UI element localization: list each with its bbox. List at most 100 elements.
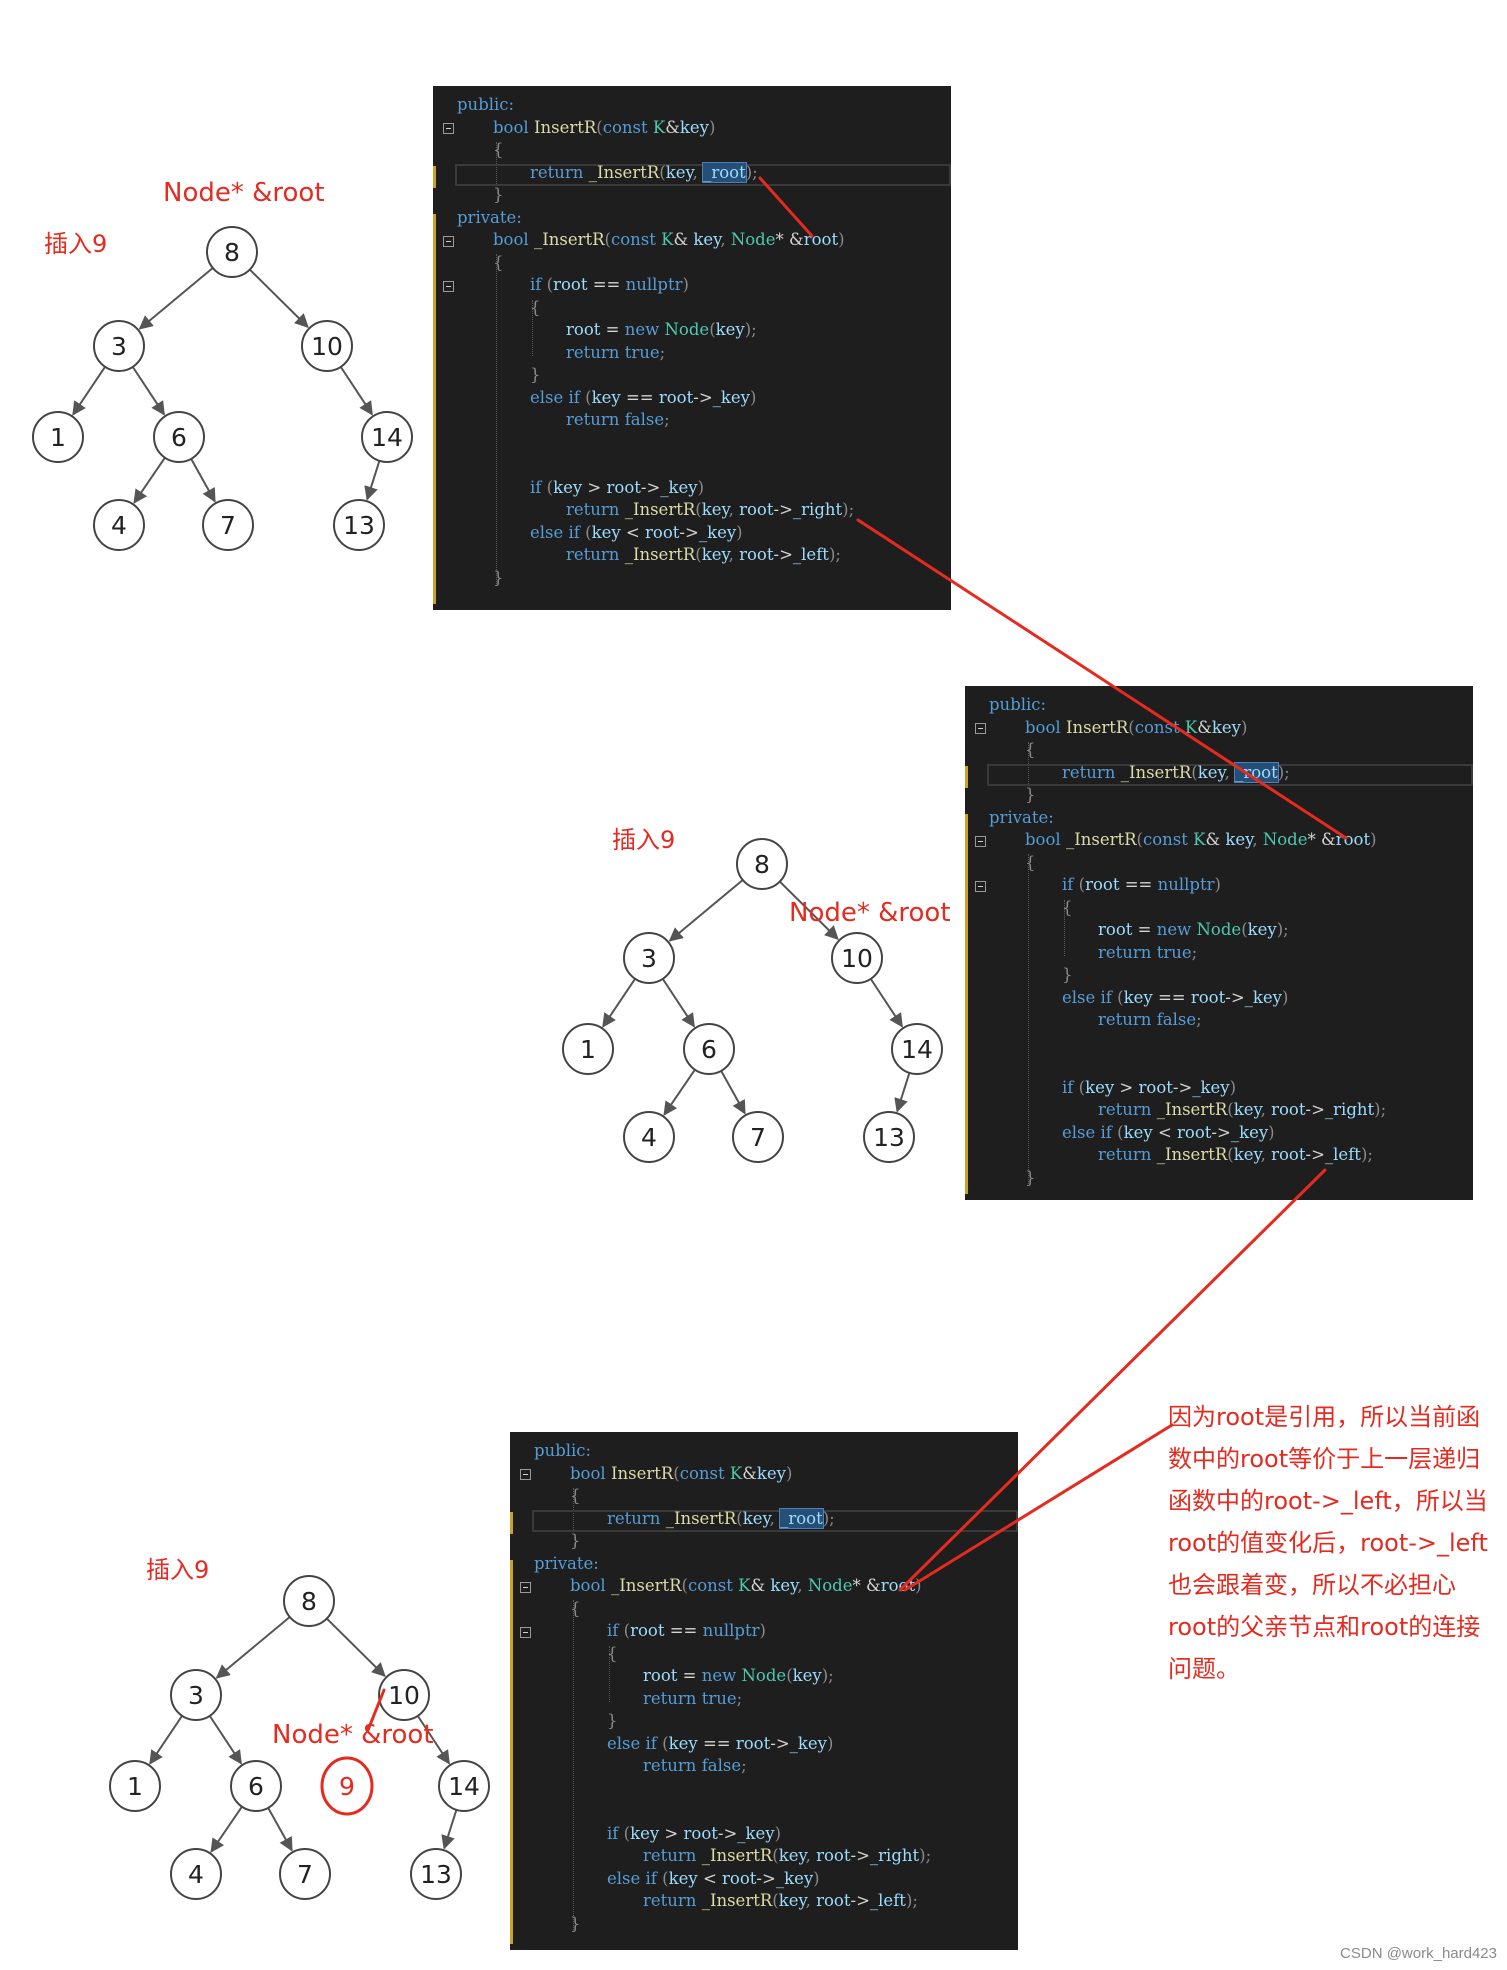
tree-edge: [138, 267, 214, 330]
tree-node-label: 13: [343, 511, 375, 540]
tree-edge: [364, 460, 381, 501]
tree-node-circle: [301, 320, 353, 372]
caption-line: 也会跟着变，所以不必担心: [1168, 1571, 1456, 1599]
tree-edge: [779, 880, 839, 940]
tree-node-label: 4: [111, 511, 127, 540]
tree-node-label: 3: [111, 332, 127, 361]
tree-node-circle: [736, 838, 788, 890]
tree-node-label: 7: [220, 511, 236, 540]
code-panel-1: public: bool InsertR(const K&key) { retu…: [433, 86, 951, 610]
caption-line: 数中的root等价于上一层递归: [1168, 1445, 1481, 1473]
insert-label-1: 插入9: [44, 230, 108, 258]
tree-node-circle: [410, 1848, 462, 1900]
tree-node-label: 13: [420, 1860, 452, 1889]
tree-edge: [133, 457, 166, 504]
node-ref-label-3: Node* &root: [272, 1720, 434, 1750]
tree-node-label: 6: [171, 423, 187, 452]
tree-edge: [661, 978, 695, 1028]
red-connectors: [366, 176, 1348, 1732]
fold-icon[interactable]: [443, 123, 454, 134]
connector-label-to-node9: [366, 1688, 386, 1732]
caption-line: 因为root是引用，所以当前函: [1168, 1403, 1481, 1431]
tree-node-label: 6: [248, 1772, 264, 1801]
tree-node-circle: [732, 1111, 784, 1163]
fold-icon[interactable]: [443, 281, 454, 292]
tree-edge: [210, 1806, 243, 1853]
tree-node-circle: [109, 1760, 161, 1812]
tree-node-circle: [831, 932, 883, 984]
tree-edge: [668, 879, 744, 942]
tree-node-label: 1: [580, 1035, 596, 1064]
inserted-node-circle: [320, 1756, 374, 1816]
connector-root-to-param: [758, 176, 814, 238]
fold-icon[interactable]: [520, 1469, 531, 1480]
tree-node-label: 10: [311, 332, 343, 361]
tree-node-label: 1: [50, 423, 66, 452]
tree-node-label: 3: [641, 944, 657, 973]
code-panel-2: public: bool InsertR(const K&key) { retu…: [965, 686, 1473, 1200]
connector-right-call-to-panel2: [856, 518, 1348, 840]
tree-node-label: 7: [750, 1123, 766, 1152]
caption-line: root的父亲节点和root的连接: [1168, 1613, 1481, 1641]
caption-line: root的值变化后，root->_left: [1168, 1529, 1488, 1557]
explanation-caption: 因为root是引用，所以当前函 数中的root等价于上一层递归 函数中的root…: [1168, 1396, 1488, 1690]
code-panel-3: public: bool InsertR(const K&key) { retu…: [510, 1432, 1018, 1950]
fold-icon[interactable]: [975, 836, 986, 847]
tree-node-circle: [170, 1848, 222, 1900]
tree-node-circle: [683, 1023, 735, 1075]
tree-node-circle: [438, 1760, 490, 1812]
tree-node-circle: [333, 499, 385, 551]
tree-node-circle: [891, 1023, 943, 1075]
connector-caption-to-panel3: [903, 1423, 1174, 1592]
tree-node-circle: [863, 1111, 915, 1163]
code-block: public: bool InsertR(const K&key) { retu…: [433, 86, 951, 610]
tree-node-label: 13: [873, 1123, 905, 1152]
tree-edge: [131, 366, 165, 416]
tree-edge: [663, 1069, 696, 1116]
tree-edge: [602, 978, 636, 1028]
tree-node-label: 3: [188, 1681, 204, 1710]
node-ref-label-1: Node* &root: [163, 178, 325, 208]
insert-label-3: 插入9: [146, 1556, 210, 1584]
tree-edge: [149, 1715, 183, 1765]
tree-node-label: 8: [224, 238, 240, 267]
tree-node-circle: [623, 1111, 675, 1163]
code-line-private: private:: [457, 208, 522, 227]
fold-icon[interactable]: [975, 723, 986, 734]
fold-icon[interactable]: [520, 1582, 531, 1593]
tree-node-circle: [623, 932, 675, 984]
tree-node-circle: [230, 1760, 282, 1812]
tree-node-circle: [32, 411, 84, 463]
bst-tree-1: 8 3 10 1 6 14 4 7 13: [32, 226, 413, 551]
tree-edge: [416, 1715, 450, 1765]
tree-node-label: 4: [641, 1123, 657, 1152]
caption-line: 问题。: [1168, 1655, 1240, 1683]
tree-node-label: 14: [371, 423, 403, 452]
tree-node-label: 14: [448, 1772, 480, 1801]
fold-icon[interactable]: [975, 881, 986, 892]
fold-icon[interactable]: [520, 1627, 531, 1638]
watermark: CSDN @work_hard423: [1340, 1945, 1497, 1962]
tree-edge: [215, 1616, 291, 1679]
tree-node-label: 4: [188, 1860, 204, 1889]
tree-node-circle: [93, 320, 145, 372]
tree-node-circle: [378, 1669, 430, 1721]
tree-node-circle: [93, 499, 145, 551]
tree-node-label: 10: [841, 944, 873, 973]
tree-edge: [869, 978, 903, 1028]
tree-node-label: 10: [388, 1681, 420, 1710]
fold-icon[interactable]: [443, 236, 454, 247]
connector-left-call-to-panel3: [898, 1168, 1327, 1592]
tree-node-circle: [361, 411, 413, 463]
tree-edge: [326, 1617, 386, 1677]
node-ref-label-2: Node* &root: [789, 898, 951, 928]
tree-node-label: 8: [301, 1587, 317, 1616]
inserted-node-label: 9: [339, 1772, 355, 1801]
tree-edge: [894, 1072, 911, 1113]
tree-node-label: 14: [901, 1035, 933, 1064]
tree-node-circle: [153, 411, 205, 463]
tree-node-circle: [279, 1848, 331, 1900]
tree-node-label: 7: [297, 1860, 313, 1889]
